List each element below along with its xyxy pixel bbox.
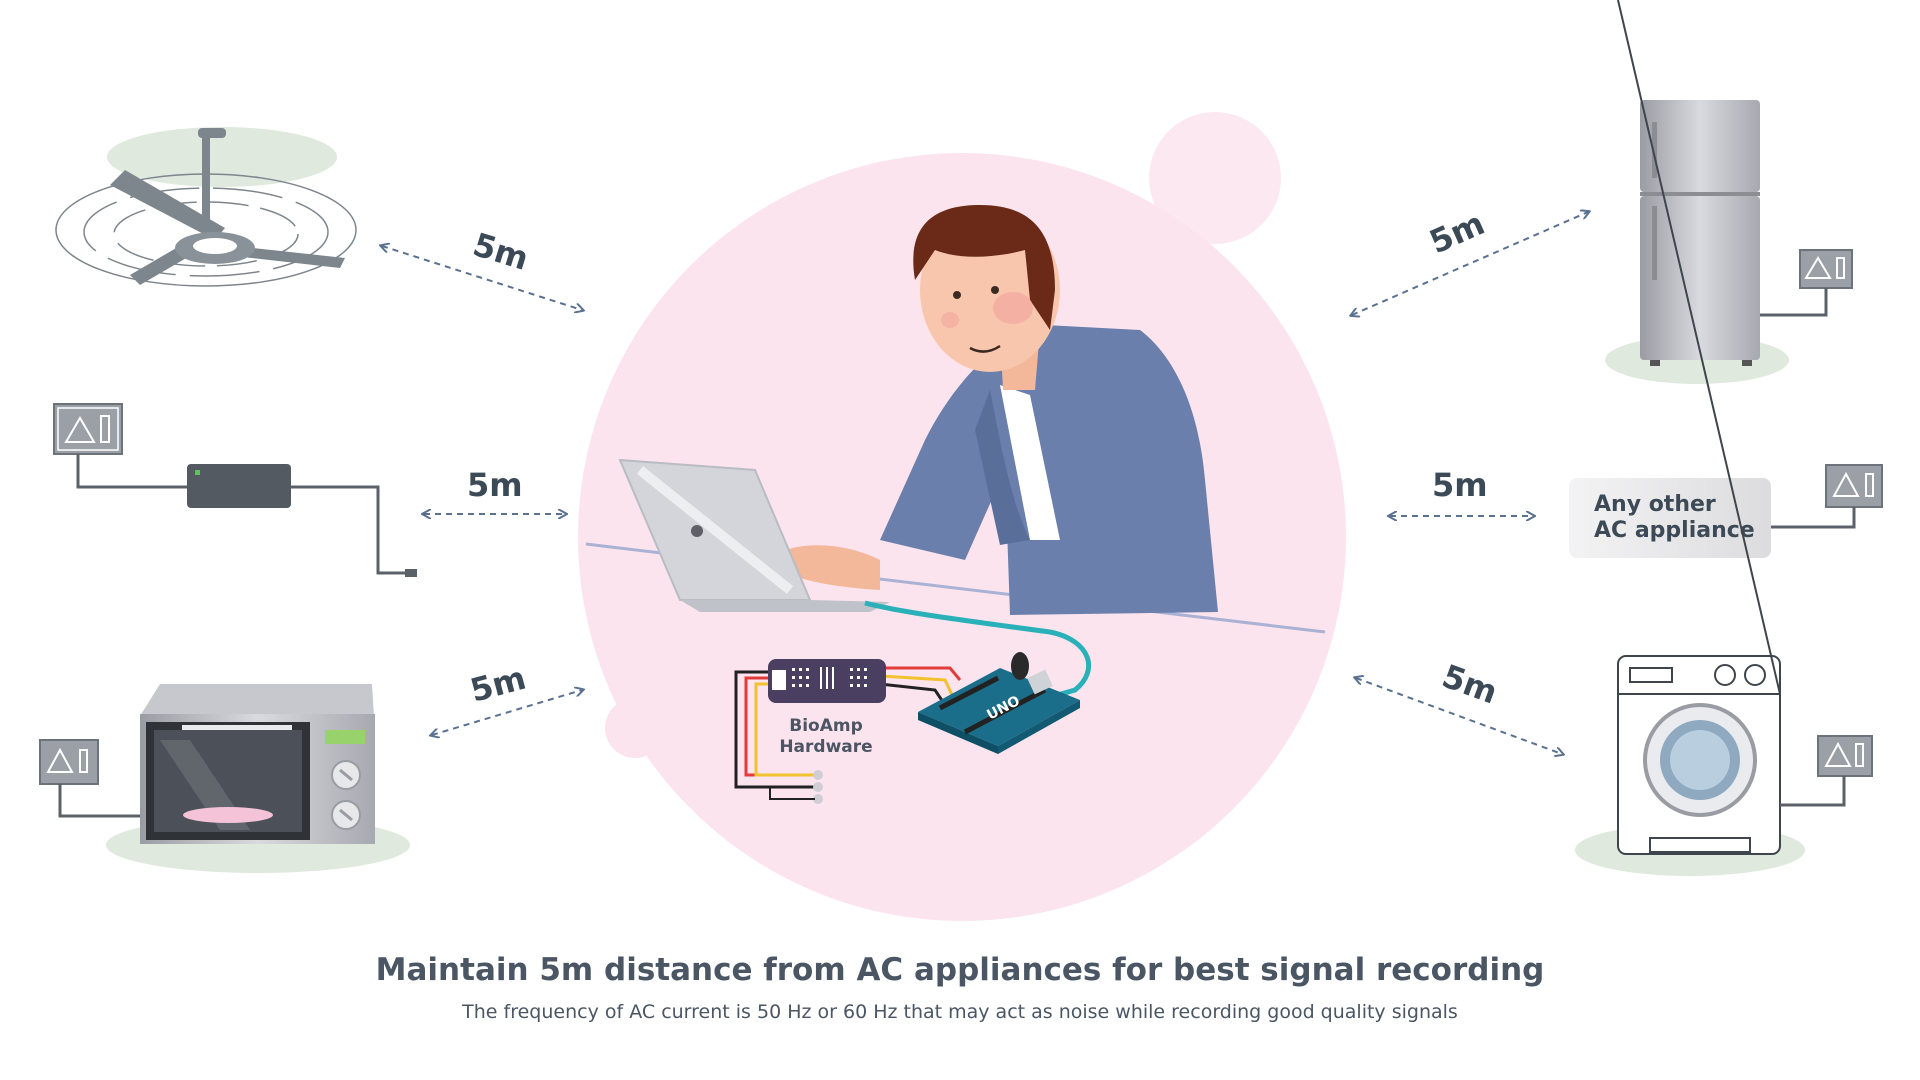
laptop-icon: [618, 458, 890, 612]
arrow-fan: [382, 246, 582, 310]
arrow-microwave: [432, 690, 582, 735]
arrow-washer: [1356, 678, 1562, 754]
caption-subtitle: The frequency of AC current is 50 Hz or …: [462, 1001, 1458, 1023]
distance-label-washer: 5m: [1437, 657, 1502, 712]
other-appliance-line1: Any other: [1594, 492, 1716, 517]
distance-label-adapter: 5m: [467, 466, 523, 504]
warning-socket-icon: [1825, 464, 1883, 508]
distance-label-other: 5m: [1432, 466, 1488, 504]
warning-socket-icon: [1799, 249, 1853, 289]
other-appliance-card: Any other AC appliance: [1569, 464, 1883, 558]
warning-socket-icon: [39, 739, 99, 785]
other-appliance-line2: AC appliance: [1594, 518, 1755, 543]
bioamp-hardware: BioAmp Hardware: [734, 600, 1092, 804]
washing-machine-icon: [1575, 0, 1873, 876]
power-adapter-icon: [53, 403, 417, 577]
distance-label-fridge: 5m: [1424, 204, 1490, 261]
person-illustration: [780, 205, 1218, 615]
bioamp-label-line1: BioAmp: [789, 716, 863, 736]
ceiling-fan-icon: [55, 127, 357, 287]
distance-arrows: [382, 212, 1588, 754]
arduino-board-icon: UNO: [918, 652, 1080, 754]
arrow-fridge: [1352, 212, 1588, 315]
warning-socket-icon: [53, 403, 123, 455]
warning-socket-icon: [1817, 735, 1873, 777]
microwave-icon: [39, 684, 410, 873]
refrigerator-icon: [1605, 100, 1853, 384]
distance-label-microwave: 5m: [466, 659, 530, 710]
bioamp-label-line2: Hardware: [779, 737, 872, 757]
distance-label-fan: 5m: [469, 225, 533, 278]
caption-title: Maintain 5m distance from AC appliances …: [375, 952, 1545, 988]
